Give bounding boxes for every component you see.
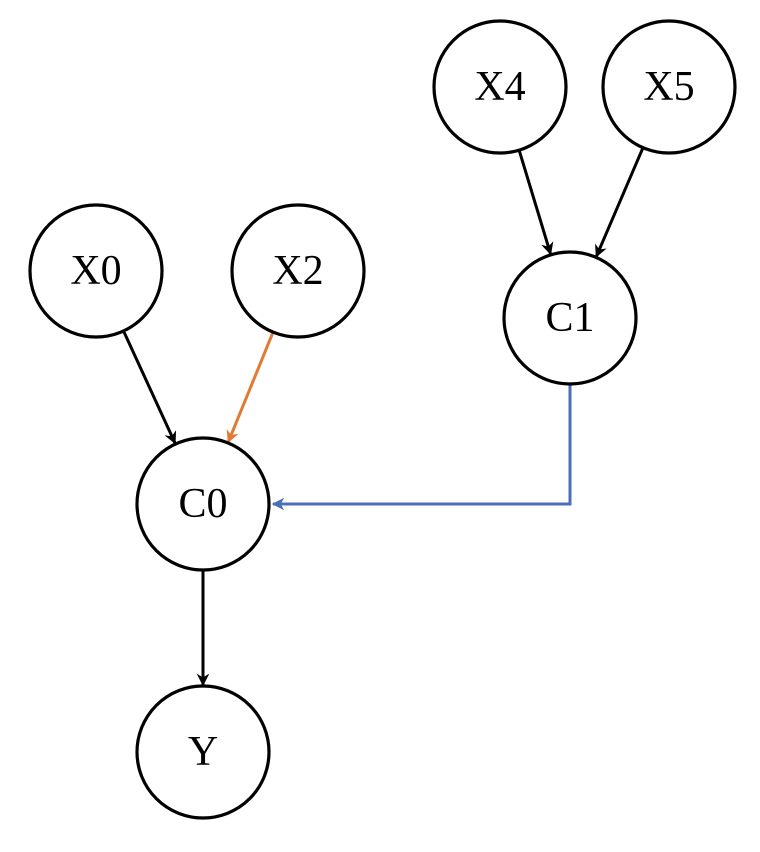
node-x5: X5 <box>601 19 737 155</box>
node-circle-c1 <box>502 250 638 386</box>
node-circle-y <box>135 684 271 820</box>
node-label-c0: C0 <box>178 481 227 527</box>
node-y: Y <box>135 684 271 820</box>
edge-x4-to-c1 <box>517 149 554 256</box>
edge-x5-to-c1 <box>595 147 645 258</box>
node-label-x2: X2 <box>272 248 323 294</box>
node-label-c1: C1 <box>545 295 594 341</box>
node-circle-x0 <box>28 203 164 339</box>
node-circle-x4 <box>432 19 568 155</box>
node-label-x5: X5 <box>643 64 694 110</box>
node-c1: C1 <box>502 250 638 386</box>
node-label-x0: X0 <box>70 248 121 294</box>
node-x4: X4 <box>432 19 568 155</box>
node-circle-c0 <box>135 436 271 572</box>
node-c0: C0 <box>135 436 271 572</box>
node-circle-x5 <box>601 19 737 155</box>
edge-x2-to-c0 <box>226 331 275 444</box>
node-label-y: Y <box>188 729 218 775</box>
edge-x0-to-c0 <box>122 330 177 445</box>
node-circle-x2 <box>230 203 366 339</box>
node-label-x4: X4 <box>474 64 525 110</box>
node-x2: X2 <box>230 203 366 339</box>
edges-layer <box>122 147 645 687</box>
node-x0: X0 <box>28 203 164 339</box>
edge-c1-to-c0 <box>271 384 572 511</box>
